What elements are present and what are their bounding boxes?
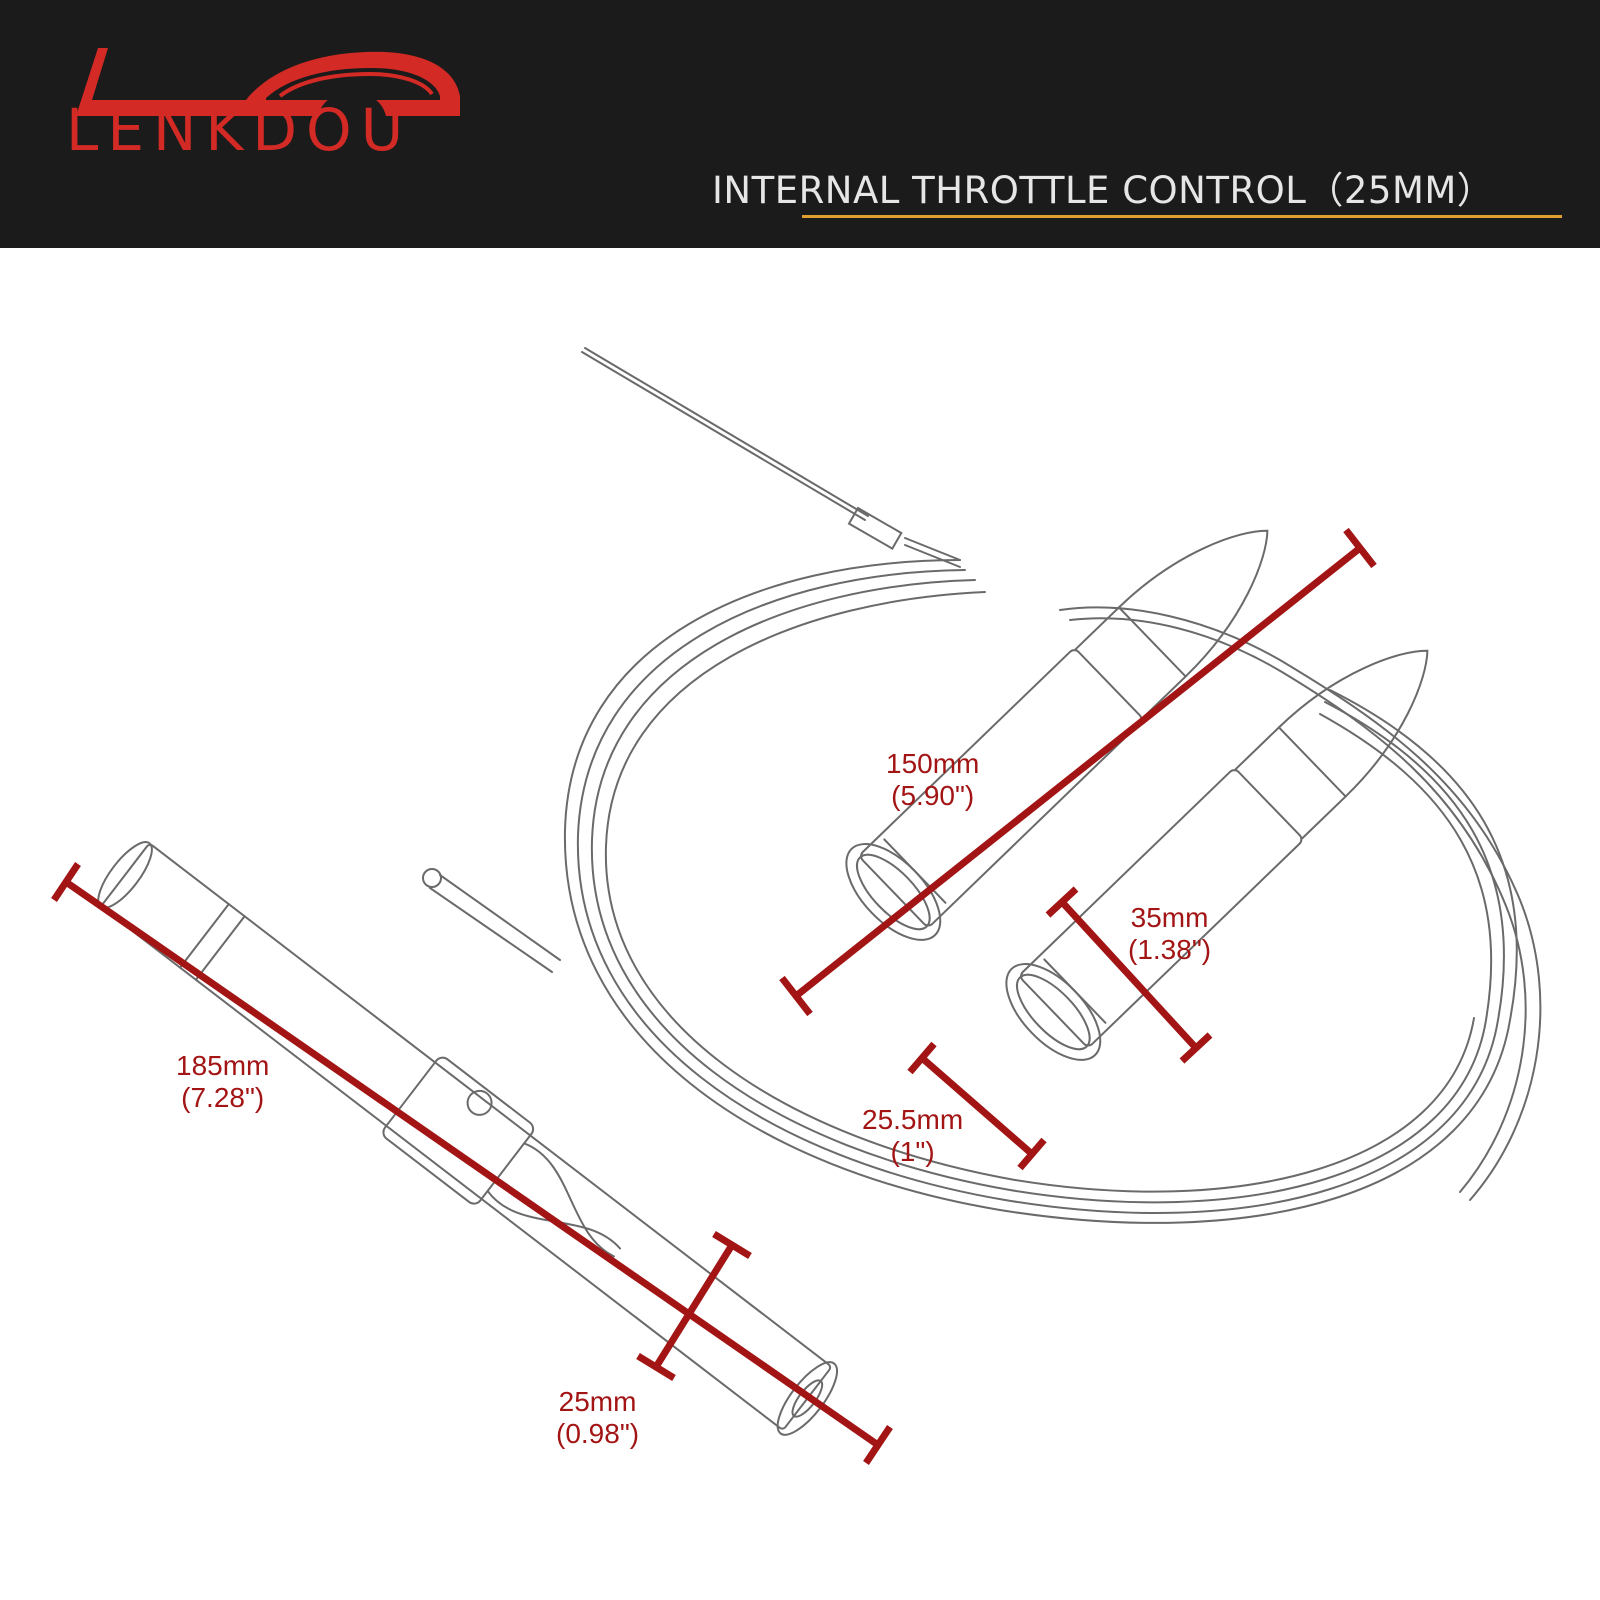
label-tube-diameter: 25mm (0.98"): [556, 1386, 639, 1450]
title-underline: [802, 215, 1562, 218]
label-grip-diameter: 35mm (1.38"): [1128, 902, 1211, 966]
dimension-line-bore-diameter: [907, 1041, 1047, 1171]
tube-length-imperial: (7.28"): [181, 1082, 265, 1113]
dimension-line-tube-length: [51, 862, 893, 1465]
logo-window-line: [278, 71, 434, 98]
label-tube-length: 185mm (7.28"): [176, 1050, 269, 1114]
dimension-line-tube-diameter: [636, 1231, 752, 1381]
label-grip-length: 150mm (5.90"): [886, 748, 979, 812]
dimension-line-grip-length: [779, 527, 1377, 1017]
grip-diameter-metric: 35mm: [1130, 902, 1209, 933]
grip-length-metric: 150mm: [886, 748, 980, 779]
header-banner: LENKDOU INTERNAL THROTTLE CONTROL（25MM）: [0, 0, 1600, 248]
page-title: INTERNAL THROTTLE CONTROL（25MM）: [712, 169, 1495, 212]
bore-diameter-metric: 25.5mm: [862, 1104, 964, 1135]
product-line-drawing: [51, 347, 1542, 1465]
brand-name: LENKDOU: [66, 96, 413, 164]
label-bore-diameter: 25.5mm (1"): [862, 1104, 963, 1168]
throttle-cable: [422, 347, 1542, 1224]
grip-diameter-imperial: (1.38"): [1128, 934, 1212, 965]
throttle-grip-right: [1005, 649, 1429, 1061]
throttle-grip-left: [845, 529, 1269, 941]
tube-diameter-metric: 25mm: [558, 1386, 637, 1417]
bore-diameter-imperial: (1"): [890, 1136, 935, 1167]
car-silhouette-icon: [42, 48, 460, 116]
dimension-line-grip-diameter: [1045, 886, 1213, 1064]
grip-length-imperial: (5.90"): [891, 780, 975, 811]
logo-car-body: [42, 48, 460, 116]
tube-diameter-imperial: (0.98"): [556, 1418, 640, 1449]
throttle-tube: [97, 841, 838, 1436]
tube-length-metric: 185mm: [176, 1050, 270, 1081]
